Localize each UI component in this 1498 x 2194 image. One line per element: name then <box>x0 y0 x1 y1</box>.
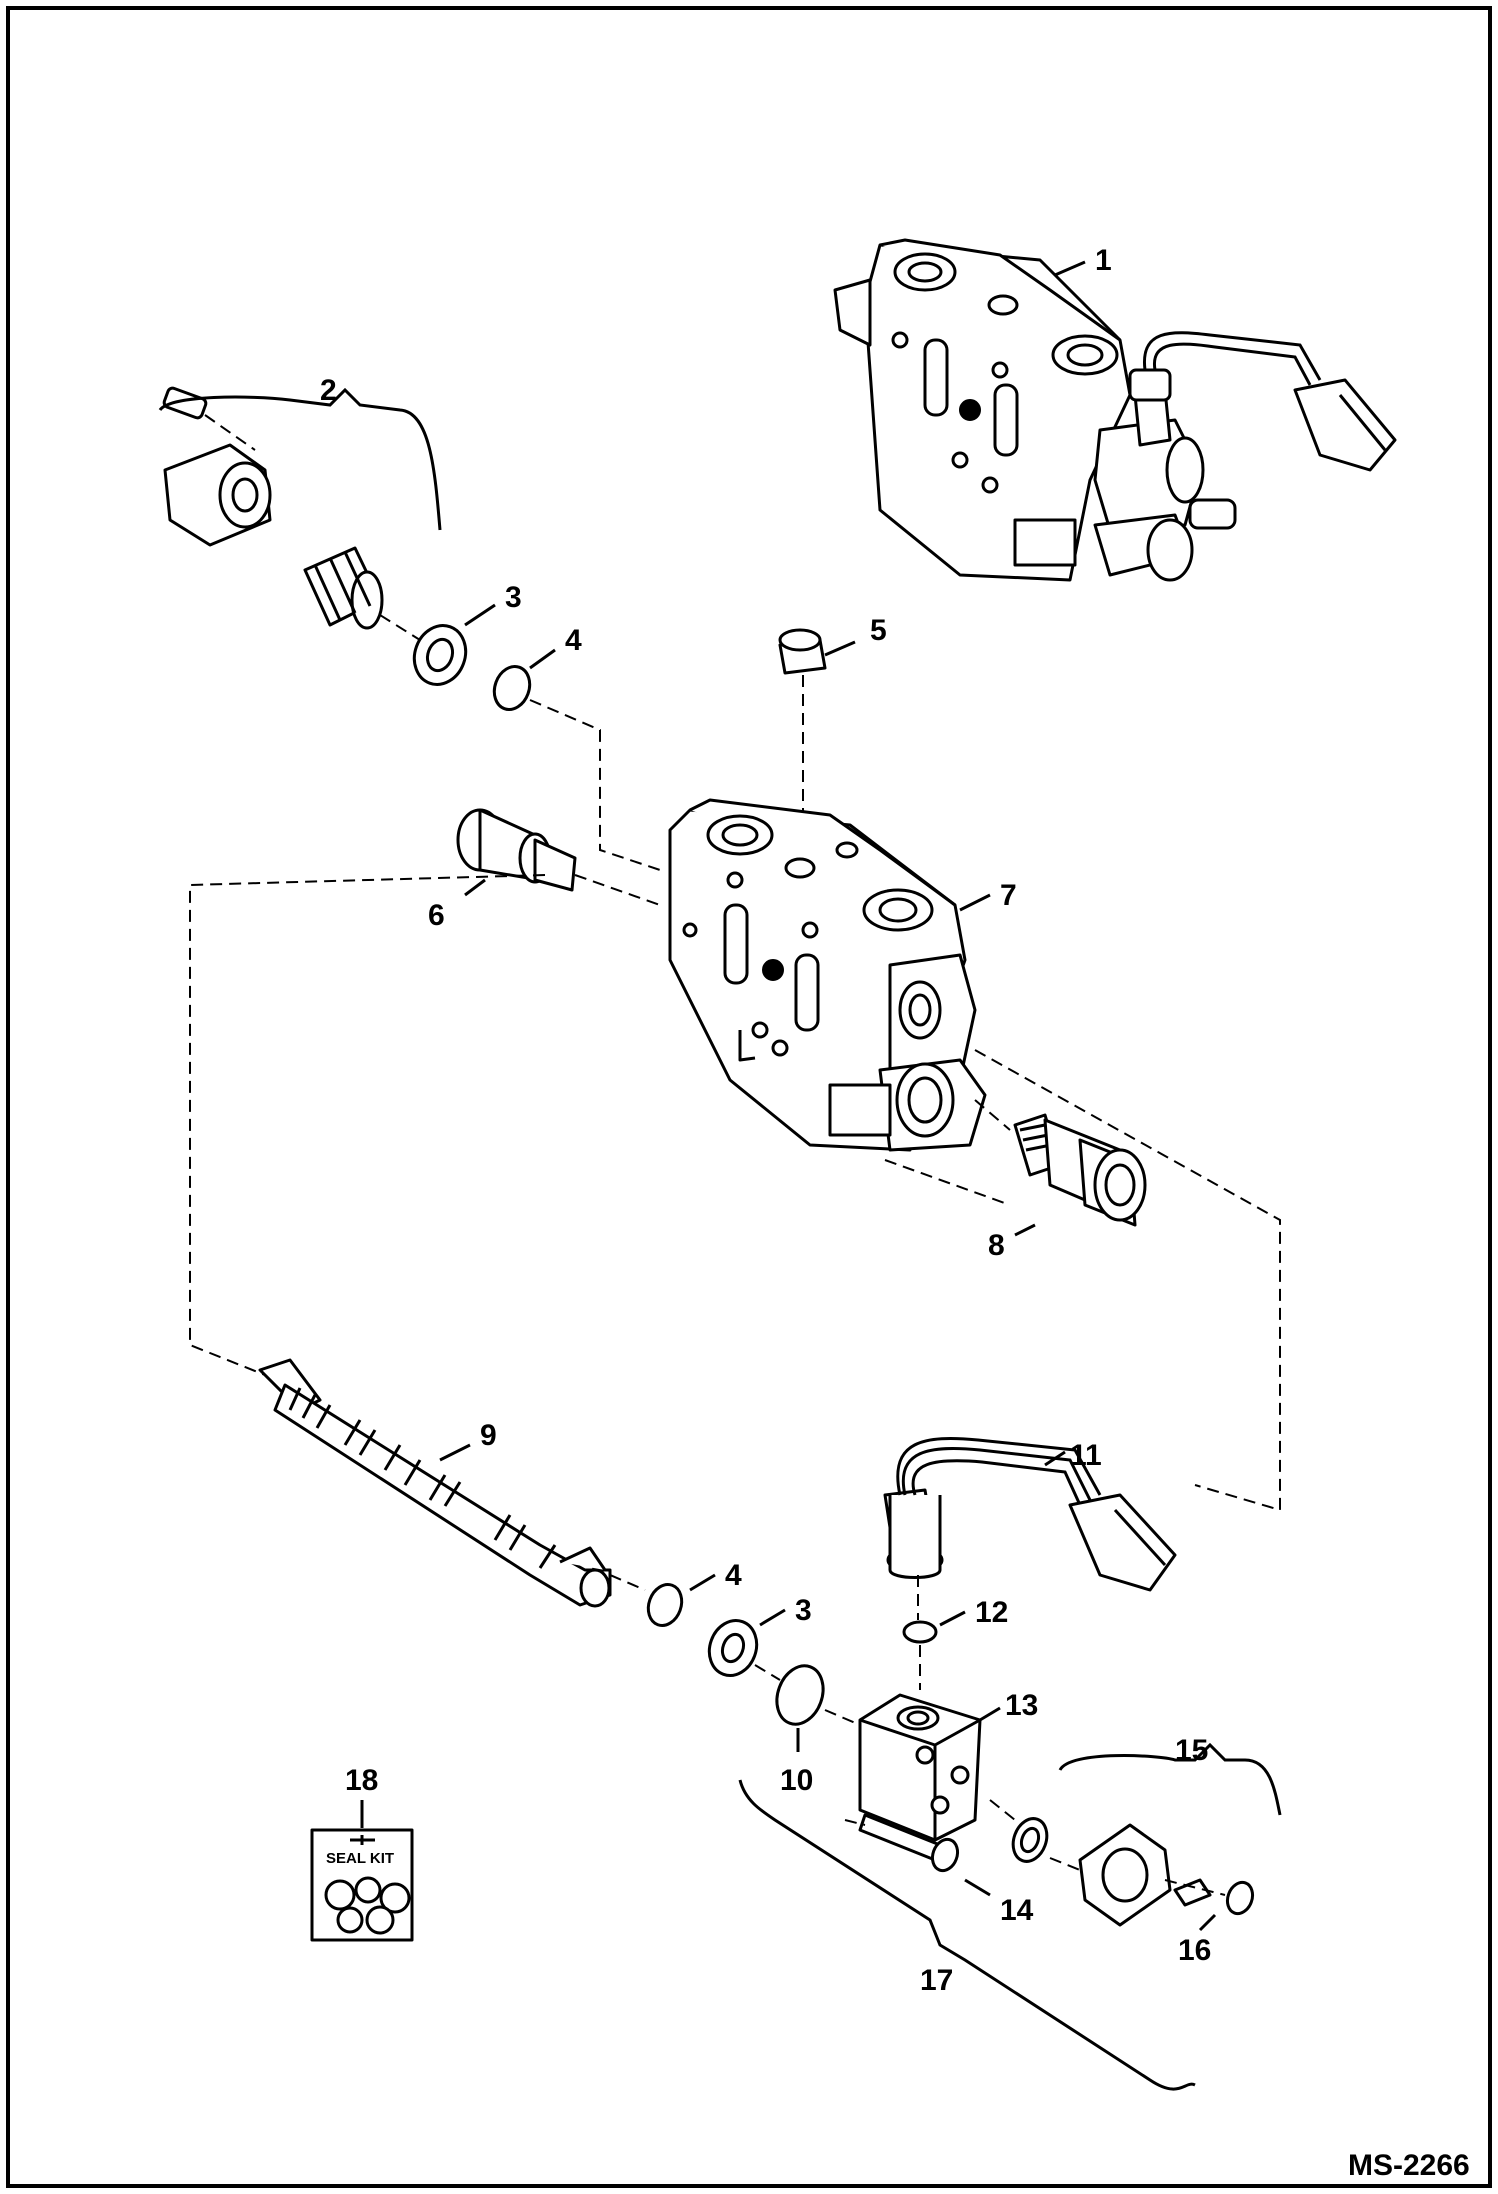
part-3-washer[interactable] <box>406 618 474 691</box>
page-border <box>6 6 1492 2188</box>
part-11-pressure-switch[interactable] <box>883 1437 1177 1592</box>
part-14-bolt[interactable] <box>858 1813 962 1874</box>
callout-10: 10 <box>780 1764 813 1797</box>
callout-1: 1 <box>1095 244 1112 277</box>
callout-7: 7 <box>1000 879 1017 912</box>
part-16-bolt[interactable] <box>1173 1878 1257 1917</box>
callout-11: 11 <box>1070 1439 1102 1472</box>
callout-14: 14 <box>1000 1894 1034 1927</box>
part-10-o-ring[interactable] <box>769 1659 831 1730</box>
callout-18: 18 <box>345 1764 378 1797</box>
part-4-o-ring-2[interactable] <box>643 1580 687 1630</box>
part-5-plug[interactable] <box>778 628 827 675</box>
callout-4a: 4 <box>565 624 582 657</box>
callout-4b: 4 <box>725 1559 742 1592</box>
seal-kit-label: SEAL KIT <box>326 1850 394 1867</box>
callout-5: 5 <box>870 614 887 647</box>
callout-12: 12 <box>975 1596 1008 1629</box>
part-6-check-plug[interactable] <box>456 808 577 892</box>
drawing-code: MS-2266 <box>1348 2149 1470 2182</box>
callout-13: 13 <box>1005 1689 1038 1722</box>
part-2-spring[interactable] <box>303 546 384 630</box>
callout-3b: 3 <box>795 1594 812 1627</box>
callout-16: 16 <box>1178 1934 1211 1967</box>
callout-8: 8 <box>988 1229 1005 1262</box>
callout-15: 15 <box>1175 1734 1208 1767</box>
part-4-o-ring[interactable] <box>489 662 536 715</box>
part-15-flange[interactable] <box>1078 1823 1172 1927</box>
part-7-valve-section-body[interactable] <box>668 798 987 1152</box>
part-18-seal-kit[interactable]: SEAL KIT <box>310 1828 414 1942</box>
callout-3a: 3 <box>505 581 522 614</box>
part-2-end-cap[interactable] <box>162 386 272 547</box>
part-1-valve-section-assembly[interactable] <box>833 238 1397 582</box>
callout-17: 17 <box>920 1964 953 1997</box>
callout-9: 9 <box>480 1419 497 1452</box>
part-15-flange-seal[interactable] <box>1007 1814 1052 1866</box>
callout-2: 2 <box>320 374 337 407</box>
part-8-relief-valve[interactable] <box>1013 1113 1147 1227</box>
callout-6: 6 <box>428 899 445 932</box>
part-12-o-ring[interactable] <box>902 1620 938 1644</box>
part-3-washer-2[interactable] <box>702 1614 764 1682</box>
part-9-spool[interactable] <box>258 1358 612 1608</box>
part-13-adapter-block[interactable] <box>858 1693 982 1842</box>
